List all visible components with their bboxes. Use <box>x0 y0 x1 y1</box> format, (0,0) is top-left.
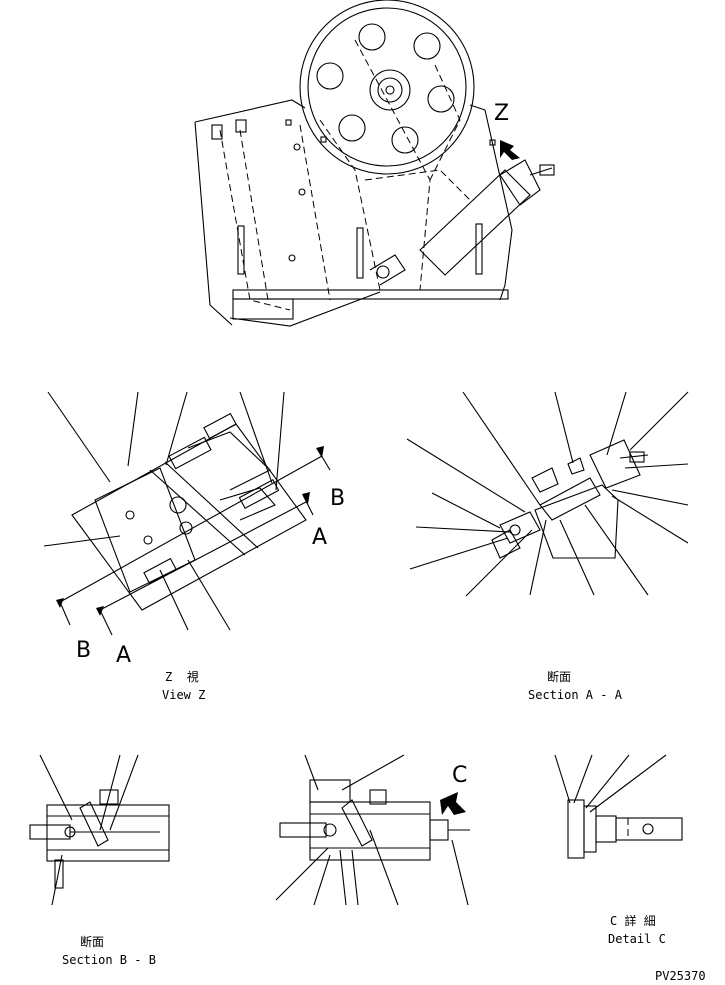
arrow-letter-c: C <box>452 763 468 788</box>
section-cc-drawing <box>275 754 470 906</box>
section-label-b: B <box>330 486 346 511</box>
section-aa-title-en: Section A - A <box>528 688 622 702</box>
section-bb-drawing <box>29 754 170 906</box>
detail-c-title-jp: C 詳 細 <box>610 914 656 928</box>
view-z-title-jp: Z 視 <box>165 670 199 684</box>
section-bb-title-jp: 断面 <box>80 935 105 949</box>
section-label-a: A <box>312 525 328 550</box>
view-z-drawing <box>43 391 331 636</box>
crusher-main-view <box>194 0 555 327</box>
section-bb-title-en: Section B - B <box>62 953 156 967</box>
view-z-title-en: View Z <box>162 688 206 702</box>
section-label-a-lower: A <box>116 643 132 668</box>
section-label-b-lower: B <box>76 638 92 663</box>
section-aa-drawing <box>406 391 689 597</box>
detail-c-drawing <box>554 754 683 859</box>
section-aa-title-jp: 断面 <box>547 670 572 684</box>
detail-c-title-en: Detail C <box>608 932 666 946</box>
view-arrow-letter-z: Z <box>494 101 510 126</box>
drawing-code: PV25370 <box>655 969 706 983</box>
